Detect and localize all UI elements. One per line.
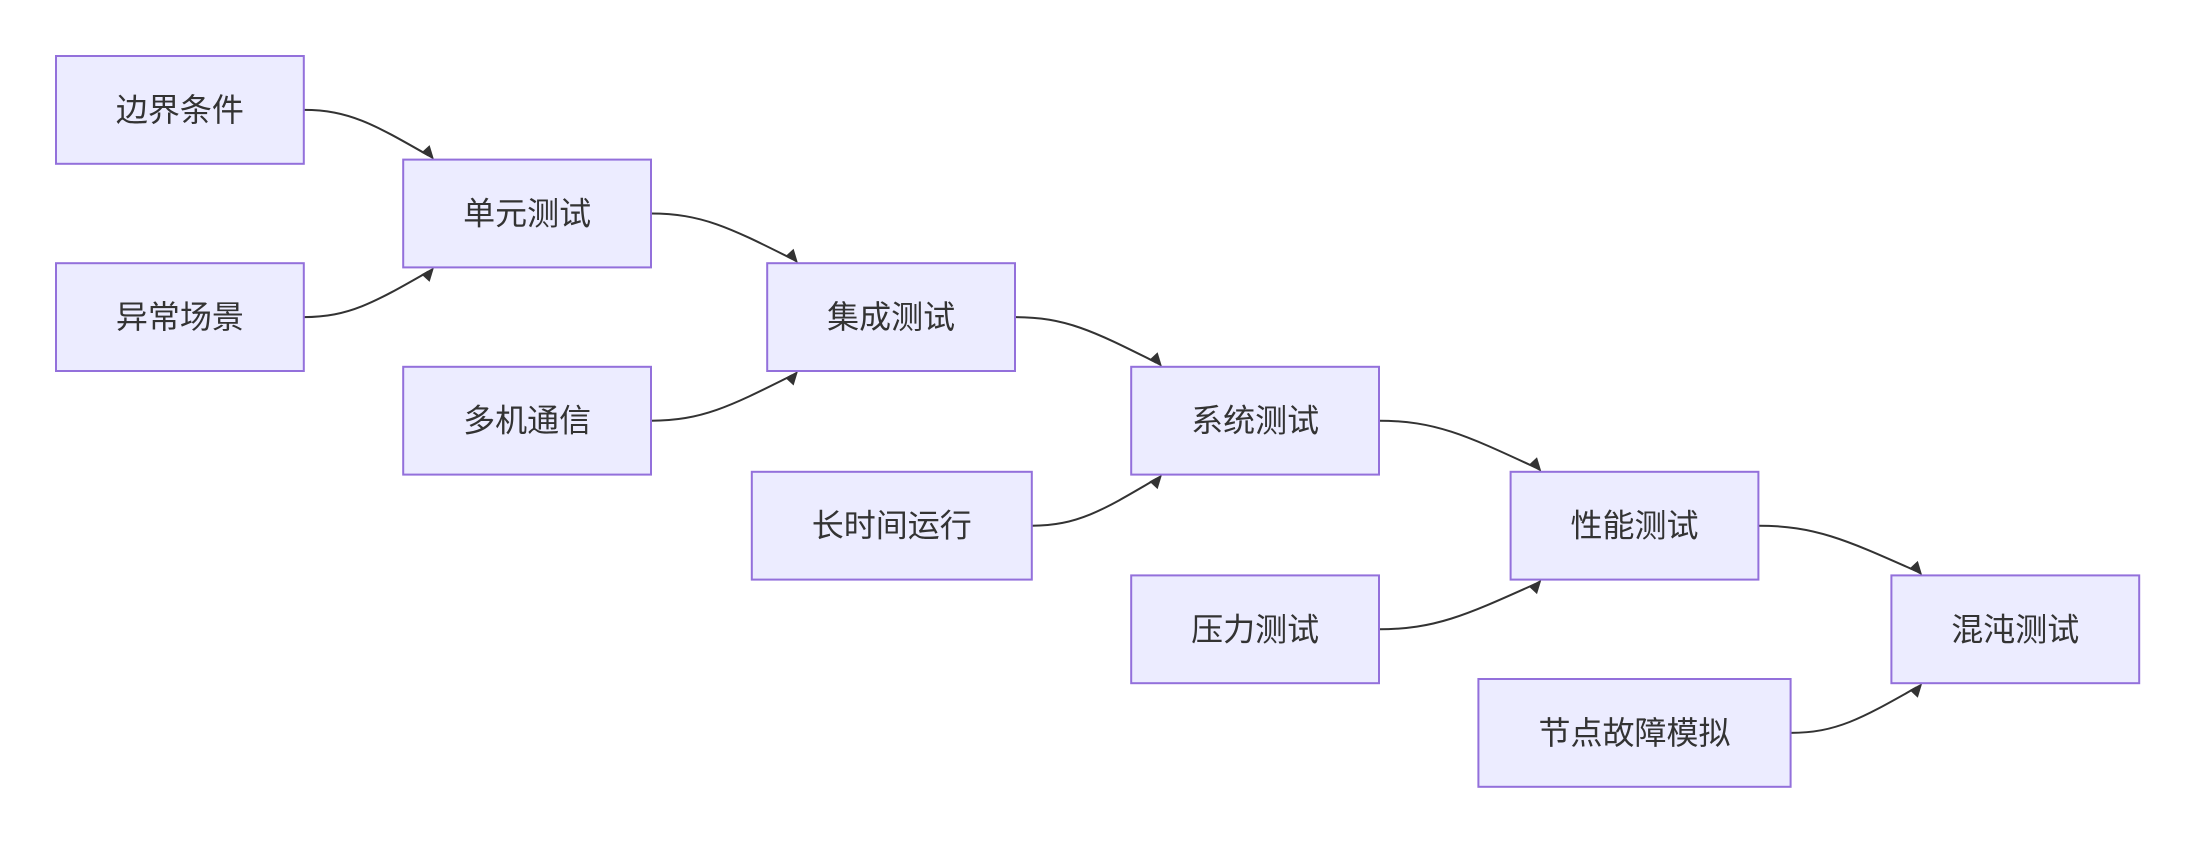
node-boundary: 边界条件: [55, 55, 305, 165]
node-multi: 多机通信: [402, 365, 653, 476]
node-performance: 性能测试: [1509, 470, 1760, 581]
edge-boundary-to-unit: [303, 108, 429, 157]
node-stress: 压力测试: [1130, 574, 1380, 685]
node-label-exception: 异常场景: [116, 298, 244, 336]
arrowhead-performance: [1528, 457, 1542, 472]
node-label-performance: 性能测试: [1570, 507, 1698, 545]
arrowhead-integration: [785, 371, 798, 386]
arrowhead-performance: [1528, 579, 1542, 595]
arrowhead-chaos: [1909, 683, 1923, 698]
arrowhead-system: [1149, 474, 1162, 490]
edge-longrun-to-system: [1031, 477, 1157, 527]
node-chaos: 混沌测试: [1890, 574, 2141, 685]
edge-performance-to-chaos: [1758, 524, 1918, 573]
node-box-system: [1130, 365, 1380, 476]
edge-stress-to-performance: [1378, 582, 1537, 631]
node-system: 系统测试: [1130, 365, 1380, 476]
node-label-system: 系统测试: [1191, 402, 1319, 440]
node-box-longrun: [750, 470, 1033, 581]
node-label-multi: 多机通信: [463, 402, 591, 440]
arrowhead-unit: [421, 267, 434, 282]
arrowhead-unit: [421, 145, 434, 160]
node-box-nodefault: [1477, 678, 1792, 788]
node-label-longrun: 长时间运行: [812, 507, 972, 545]
node-label-chaos: 混沌测试: [1951, 610, 2079, 648]
node-label-integration: 集成测试: [827, 298, 955, 336]
node-box-unit: [402, 158, 653, 269]
node-unit: 单元测试: [402, 158, 653, 269]
node-box-integration: [766, 262, 1017, 373]
edge-multi-to-integration: [650, 374, 793, 422]
node-box-chaos: [1890, 574, 2141, 685]
node-longrun: 长时间运行: [750, 470, 1033, 581]
node-box-boundary: [55, 55, 305, 165]
node-box-exception: [55, 262, 305, 373]
node-label-unit: 单元测试: [463, 195, 591, 233]
edges-layer: [303, 108, 1923, 734]
edge-unit-to-integration: [650, 212, 793, 260]
node-box-stress: [1130, 574, 1380, 685]
node-box-performance: [1509, 470, 1760, 581]
node-nodefault: 节点故障模拟: [1477, 678, 1792, 788]
arrowhead-integration: [785, 248, 798, 264]
node-label-nodefault: 节点故障模拟: [1538, 714, 1730, 752]
node-label-boundary: 边界条件: [116, 91, 244, 129]
arrowhead-system: [1149, 352, 1162, 367]
node-integration: 集成测试: [766, 262, 1017, 373]
edge-integration-to-system: [1014, 316, 1157, 364]
node-label-stress: 压力测试: [1191, 610, 1319, 648]
arrowhead-chaos: [1909, 560, 1923, 576]
node-box-multi: [402, 365, 653, 476]
node-exception: 异常场景: [55, 262, 305, 373]
edge-system-to-performance: [1378, 419, 1537, 469]
edge-exception-to-unit: [303, 270, 429, 319]
edge-nodefault-to-chaos: [1790, 686, 1918, 734]
